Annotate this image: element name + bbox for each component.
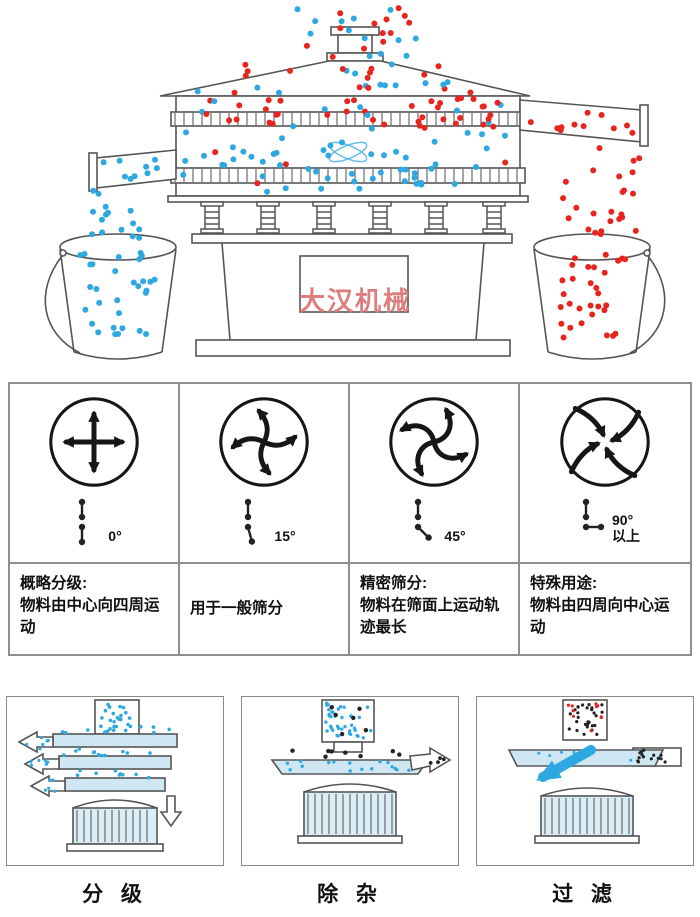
angle-value: 90° (612, 511, 634, 528)
label-grading: 分 级 (82, 883, 148, 906)
angle-description: 特殊用途: 物料由四周向中心运动 (520, 564, 690, 654)
figure-labels: 分 级 除 杂 过 滤 (0, 878, 700, 908)
description-body: 物料由四周向中心运动 (530, 597, 670, 636)
angle-column-15deg: 15° 用于一般筛分 (180, 384, 350, 654)
cross-outward-arrows-icon (49, 397, 139, 487)
figure-box-impurity-removal (241, 696, 459, 866)
weight-phase-icon (582, 498, 605, 531)
angle-description: 精密筛分: 物料在筛面上运动轨迹最长 (350, 564, 518, 654)
left-bucket (44, 233, 177, 360)
description-heading: 特殊用途: (530, 575, 598, 592)
weight-phase-icon (79, 498, 86, 546)
angle-description: 用于一般筛分 (180, 564, 348, 654)
flow-arrow-icon (536, 745, 596, 782)
weight-phase-icon (245, 498, 256, 545)
angle-extra: 以上 (612, 527, 640, 544)
description-body: 物料由中心向四周运动 (20, 597, 160, 636)
angle-settings-table: 0° 概略分级: 物料由中心向四周运动 (8, 382, 692, 656)
label-filtration: 过 滤 (552, 883, 618, 906)
angle-value: 45° (444, 527, 466, 544)
inward-arrows-icon (560, 397, 650, 487)
right-bucket (533, 233, 666, 360)
sifter-machine-drawing (44, 5, 666, 360)
motion-pattern-cell: 0° (10, 384, 178, 564)
figure-box-filtration (476, 696, 694, 866)
clamp-ring-hatch (174, 113, 518, 182)
grading-diagram (17, 699, 183, 852)
particle-dots (77, 5, 643, 341)
figure-box-grading (6, 696, 224, 866)
motion-pattern-cell: 15° (180, 384, 348, 564)
sifter-machine-section: 大汉机械 (0, 0, 700, 380)
description-heading: 精密筛分: (360, 575, 428, 592)
base-stand (191, 233, 513, 357)
pinwheel-arrows-icon (389, 397, 479, 487)
weight-angle-indicator: 15° (232, 494, 296, 552)
angle-value: 0° (108, 527, 122, 544)
motion-pattern-cell: 45° (350, 384, 518, 564)
weight-angle-indicator: 90° 以上 (570, 494, 640, 552)
weight-angle-indicator: 45° (402, 494, 466, 552)
weight-phase-icon (415, 498, 433, 541)
right-outlet-duct (519, 99, 649, 147)
angle-column-0deg: 0° 概略分级: 物料由中心向四周运动 (10, 384, 180, 654)
description-body: 物料在筛面上运动轨迹最长 (360, 597, 500, 636)
description-body: 用于一般筛分 (190, 600, 284, 617)
description-heading: 概略分级: (20, 575, 88, 592)
label-impurity-removal: 除 杂 (317, 883, 383, 906)
angle-description: 概略分级: 物料由中心向四周运动 (10, 564, 178, 654)
lid-cone (159, 60, 531, 97)
motion-pattern-cell: 90° 以上 (520, 384, 690, 564)
support-springs (200, 201, 506, 234)
weight-angle-indicator: 0° (66, 494, 122, 552)
filtration-diagram (507, 699, 682, 844)
swirl-arrows-icon (219, 397, 309, 487)
angle-value: 15° (274, 527, 296, 544)
angle-column-90deg: 90° 以上 特殊用途: 物料由四周向中心运动 (520, 384, 690, 654)
angle-column-45deg: 45° 精密筛分: 物料在筛面上运动轨迹最长 (350, 384, 520, 654)
application-figures (0, 696, 700, 866)
left-outlet-duct (88, 149, 177, 192)
impurity-removal-diagram (270, 699, 452, 844)
